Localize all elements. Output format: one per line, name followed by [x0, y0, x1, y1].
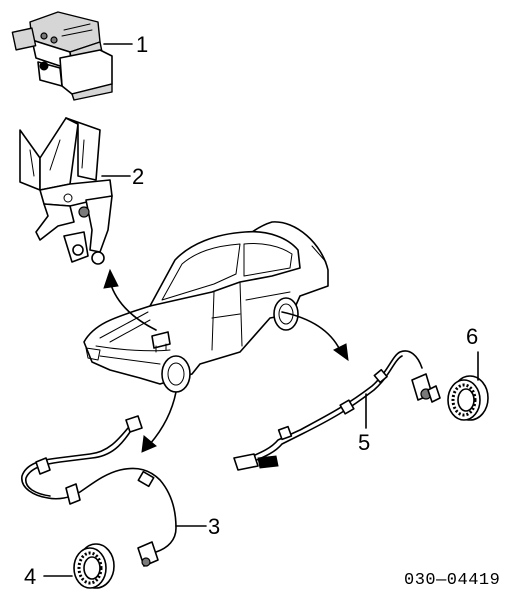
diagram-code: 030—04419	[404, 571, 500, 590]
callout-5: 5	[358, 430, 370, 455]
abs-actuator-unit[interactable]: 1	[11, 11, 148, 101]
rear-wheel-speed-sensor[interactable]: 5	[233, 350, 441, 471]
callout-4: 4	[24, 564, 36, 589]
front-sensor-rotor[interactable]: 4	[24, 543, 115, 589]
callout-1: 1	[136, 32, 148, 57]
callout-3: 3	[208, 514, 220, 539]
callout-2: 2	[132, 164, 144, 189]
rear-sensor-rotor[interactable]: 6	[447, 324, 489, 421]
vehicle-outline	[83, 221, 329, 393]
actuator-mounting-bracket[interactable]: 2	[19, 117, 144, 265]
location-arrows	[103, 268, 349, 453]
front-wheel-speed-sensor[interactable]: 3	[21, 415, 220, 567]
callout-6: 6	[466, 324, 478, 349]
